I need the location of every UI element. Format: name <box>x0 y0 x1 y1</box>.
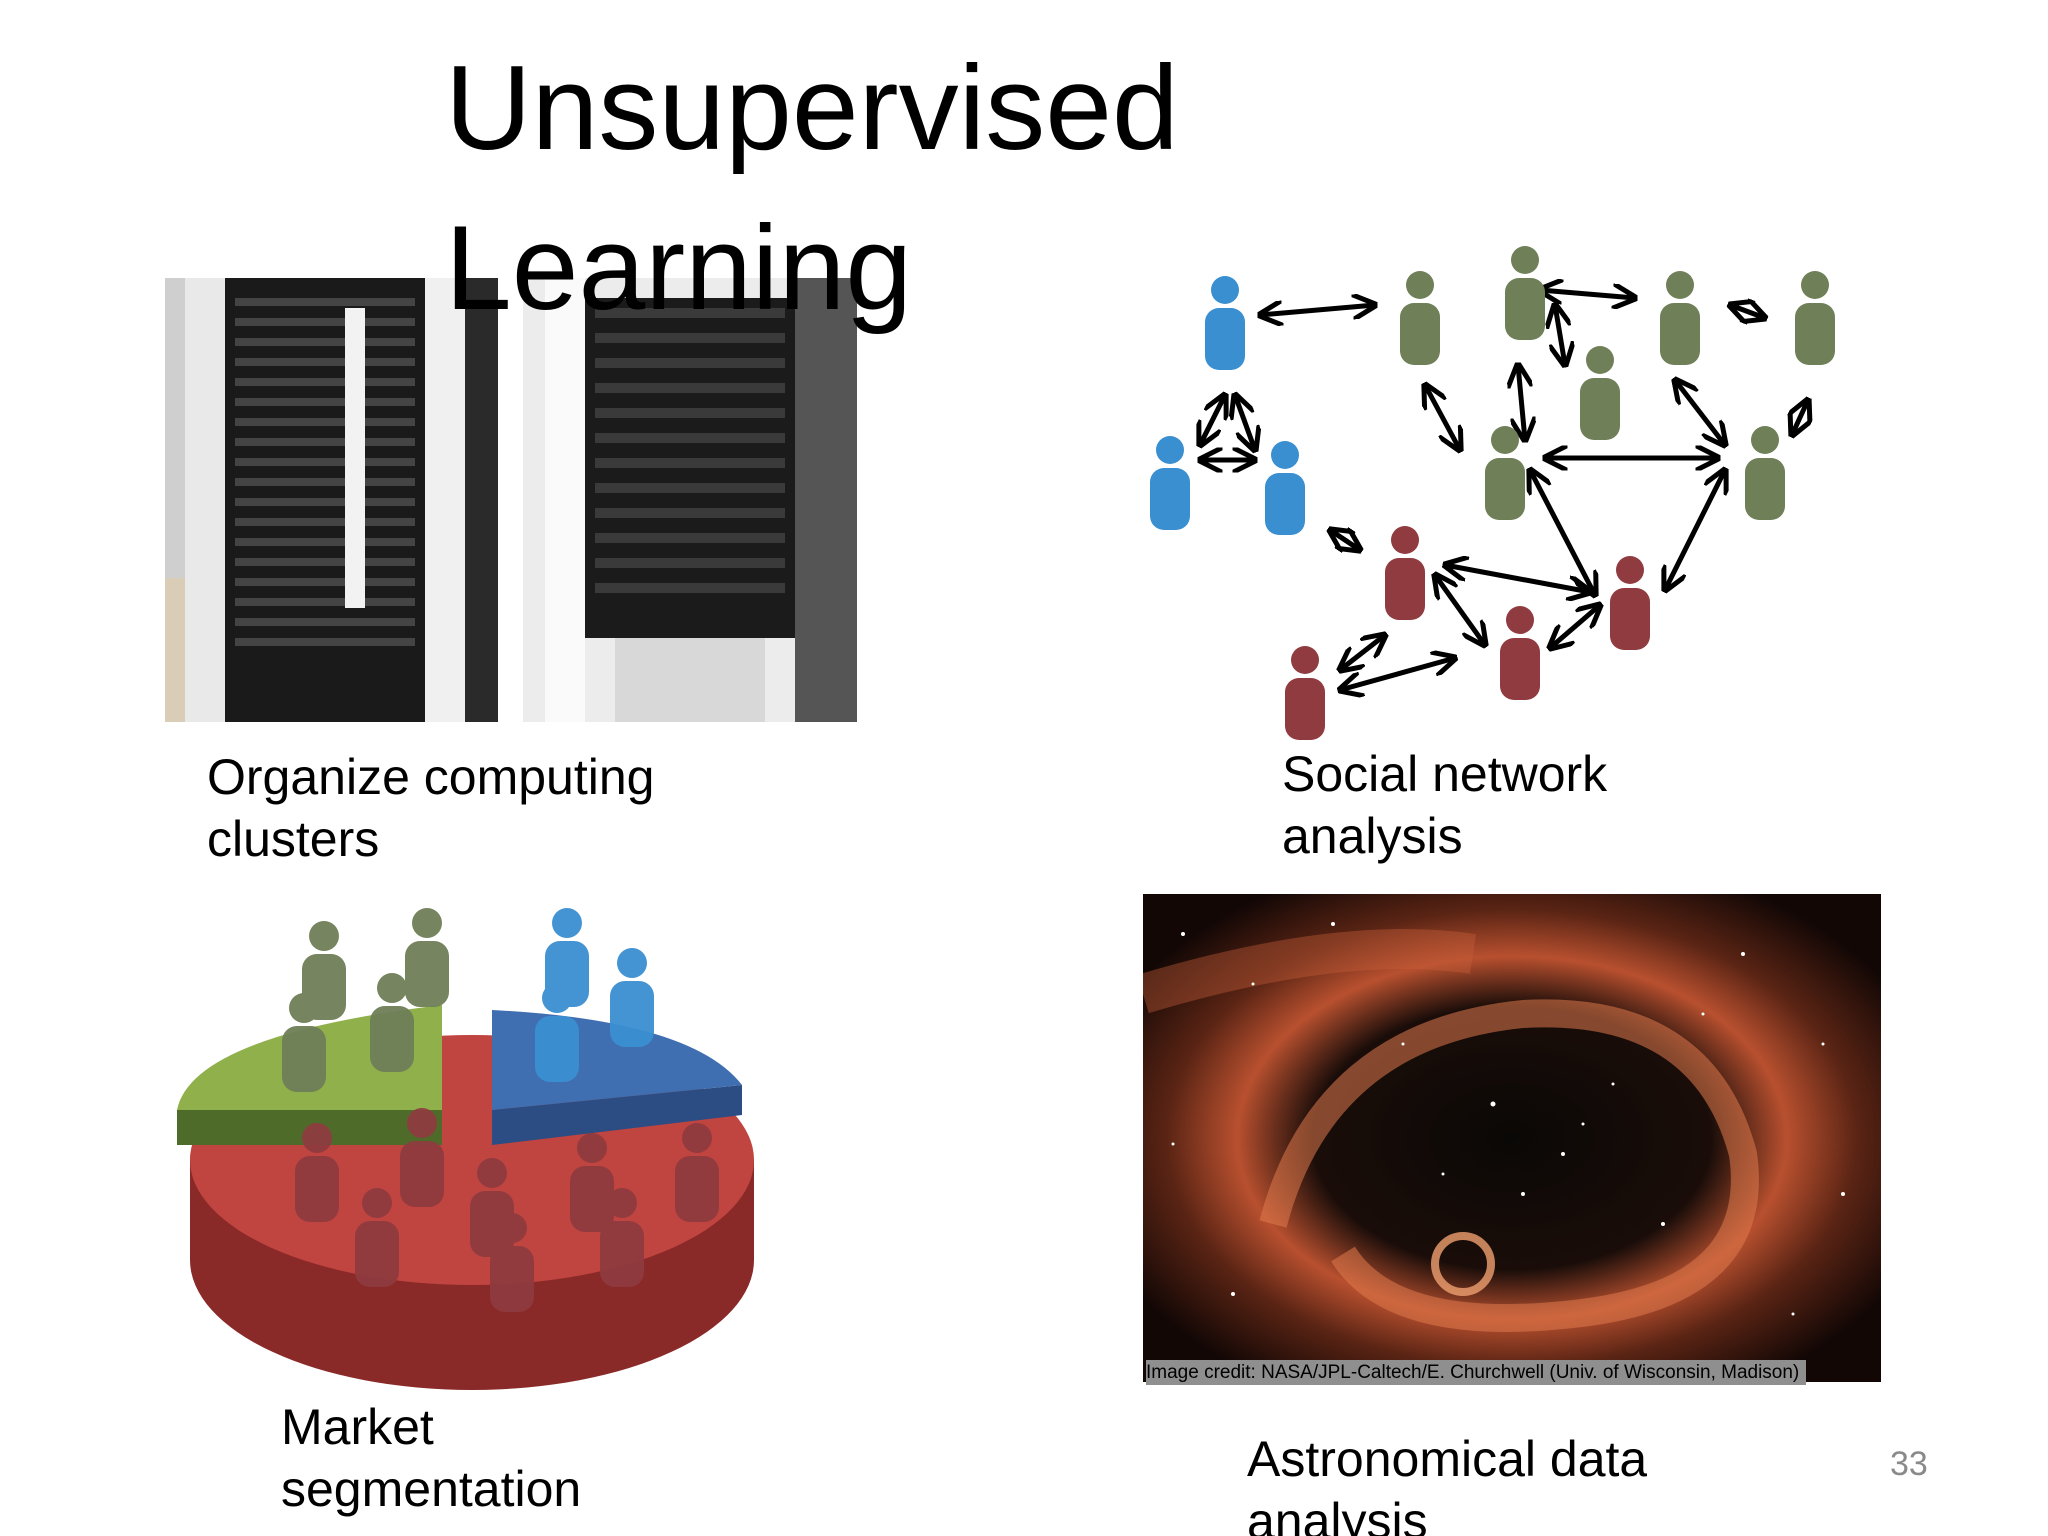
red-person-icons <box>1285 526 1650 740</box>
market-caption: Market segmentation <box>281 1399 582 1517</box>
social-network-diagram <box>1150 246 1835 740</box>
page-number: 33 <box>1890 1445 1928 1483</box>
clusters-caption: Organize computing clusters <box>207 749 655 867</box>
green-person-icons <box>1400 246 1835 520</box>
image-credit: Image credit: NASA/JPL-Caltech/E. Church… <box>1146 1360 1806 1385</box>
server-racks-photo <box>165 278 857 722</box>
nebula-image <box>1143 894 1881 1382</box>
social-caption: Social network analysis <box>1282 746 1608 864</box>
slide-title: Unsupervised Learning <box>445 41 1179 335</box>
astro-caption: Astronomical data analysis <box>1247 1431 1648 1536</box>
market-segmentation-pie <box>177 908 754 1390</box>
